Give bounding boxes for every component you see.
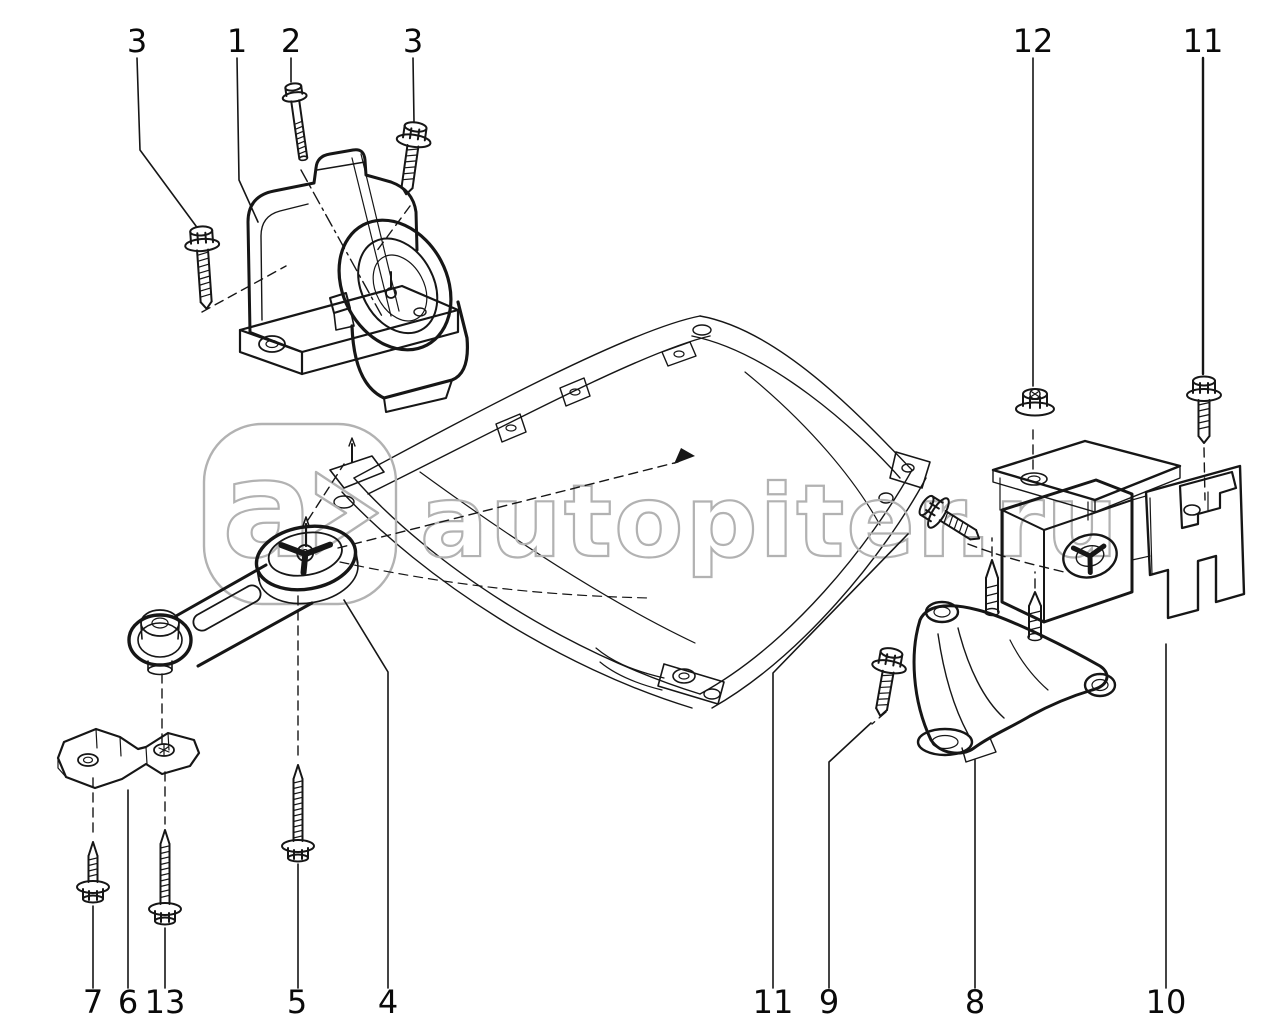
part-6-mounting-bracket <box>56 727 201 790</box>
watermark-logo-letter: a <box>222 431 315 588</box>
screw-7 <box>76 841 110 904</box>
watermark-arrow-icon <box>314 470 380 556</box>
boss <box>1083 672 1117 698</box>
part-1-engine-mount-right <box>238 148 470 413</box>
bolt-9 <box>871 647 907 717</box>
callout-label-9: 9 <box>819 983 839 1021</box>
callout-label-3: 3 <box>127 22 147 60</box>
watermark-brand-text: autopiter.ru <box>420 463 1120 580</box>
bolt-hole <box>692 324 712 336</box>
direction-arrow-icon <box>674 448 695 464</box>
callout-label-12: 12 <box>1013 22 1054 60</box>
part-10-transmission-mount <box>991 439 1246 624</box>
screw-13 <box>148 829 182 926</box>
callout-label-11: 11 <box>753 983 794 1021</box>
callout-label-2: 2 <box>281 22 301 60</box>
fasteners-layer <box>76 82 1222 926</box>
callout-leader-lines <box>92 56 1205 989</box>
bolt-hole <box>153 743 175 757</box>
stud-pin <box>984 559 1000 617</box>
flange-bolt-3-left <box>184 225 221 310</box>
screw-11-center <box>918 494 981 541</box>
part-4-torque-rod-mount <box>127 516 359 676</box>
flange-nut-12 <box>1015 388 1055 417</box>
hook-tab <box>1178 470 1238 530</box>
callout-label-13: 13 <box>145 983 186 1021</box>
callout-label-4: 4 <box>378 983 398 1021</box>
boss <box>924 600 960 624</box>
callout-label-3: 3 <box>403 22 423 60</box>
callout-label-8: 8 <box>965 983 985 1021</box>
big-bushing <box>254 524 359 605</box>
callout-label-1: 1 <box>227 22 247 60</box>
callout-label-10: 10 <box>1146 983 1187 1021</box>
bolt-hole <box>1020 472 1048 486</box>
front-subframe-drawing <box>329 315 931 709</box>
bolt-hole <box>258 335 286 353</box>
screw-5 <box>281 764 315 863</box>
part-8-engine-side-bracket <box>912 559 1117 763</box>
callout-label-5: 5 <box>287 983 307 1021</box>
callout-label-11: 11 <box>1183 22 1224 60</box>
callout-label-6: 6 <box>118 983 138 1021</box>
callout-label-7: 7 <box>83 983 103 1021</box>
bolt-hole <box>77 753 99 767</box>
slot <box>192 584 262 632</box>
stud-bolt-2 <box>281 82 309 162</box>
mount-bushing <box>1062 533 1118 579</box>
flange-bolt-3-right <box>395 121 432 196</box>
bolt-hole <box>1183 504 1201 516</box>
flange-bolt-11-top <box>1186 375 1222 444</box>
boss <box>916 727 974 757</box>
assembly-guide-lines <box>92 169 1206 837</box>
